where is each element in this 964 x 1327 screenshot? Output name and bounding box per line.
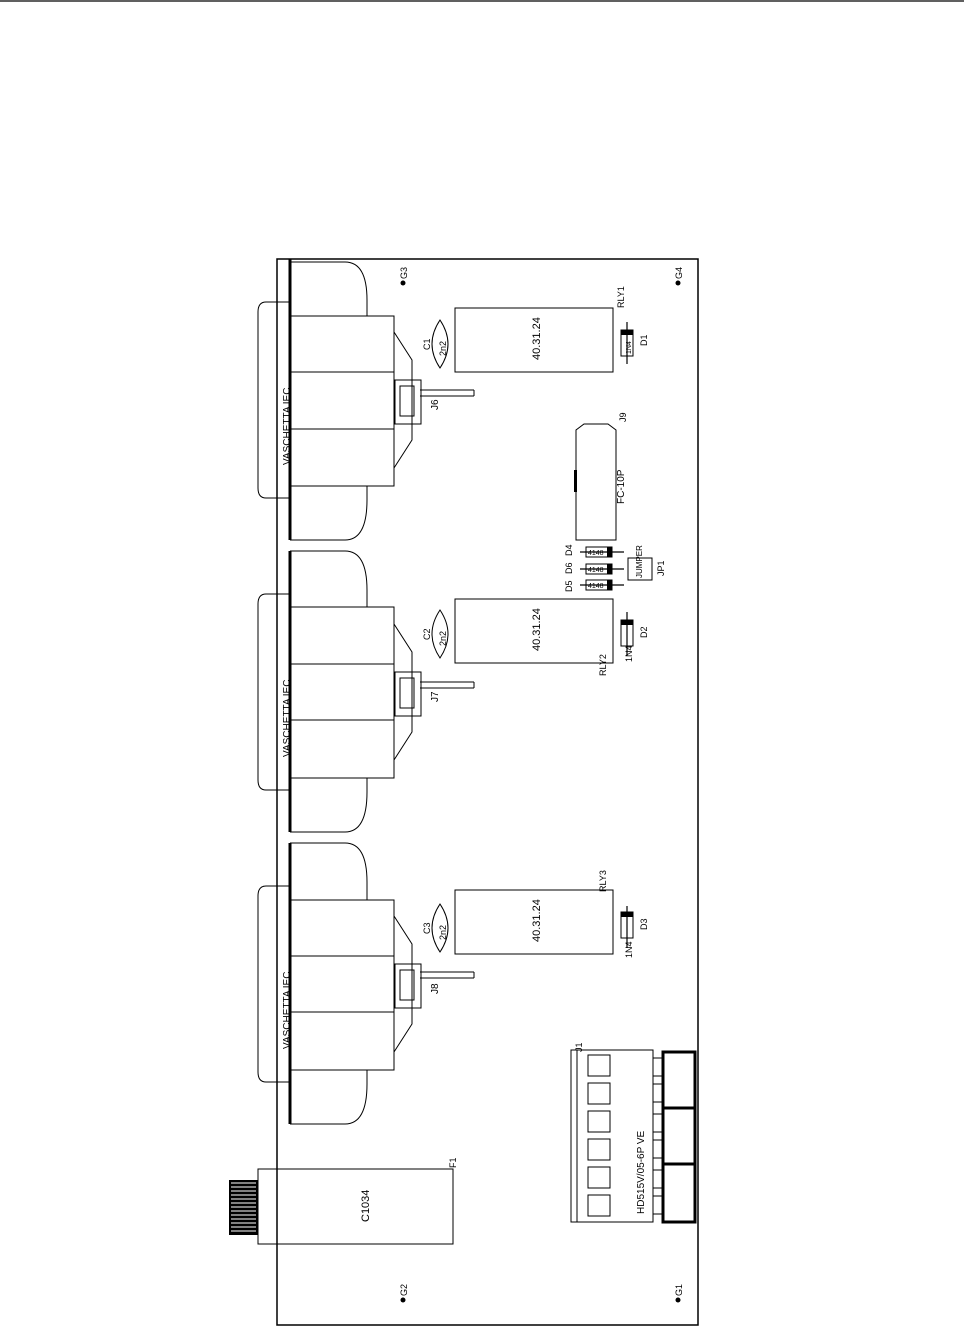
signal-diode-d4: 4148 D4 <box>564 544 624 557</box>
capacitor-ref-c3: C3 <box>422 922 432 934</box>
mounting-hole-g2: G2 <box>399 1284 409 1303</box>
jumper-ref: JP1 <box>656 560 666 576</box>
iec-label-2: VASCHETTA IEC <box>282 680 293 757</box>
svg-text:4148: 4148 <box>588 583 604 590</box>
svg-text:G1: G1 <box>674 1284 684 1296</box>
diode-ref-d5: D5 <box>564 580 574 592</box>
svg-text:G2: G2 <box>399 1284 409 1296</box>
svg-text:4148: 4148 <box>588 550 604 557</box>
svg-text:40.31.24: 40.31.24 <box>531 608 543 651</box>
iec-section-3: J8 VASCHETTA IEC C3 2n2 40.31.24 RLY3 1N… <box>258 843 649 1124</box>
relay-ref-rly3: RLY3 <box>598 870 608 892</box>
iec-section-1: J6 VASCHETTA IEC C1 2n2 40.31.24 RLY1 1N… <box>258 259 649 540</box>
svg-text:1N4: 1N4 <box>626 341 633 354</box>
svg-text:G4: G4 <box>674 267 684 279</box>
connector-j6 <box>395 380 421 424</box>
fuse-knob <box>229 1180 258 1235</box>
svg-text:1N4: 1N4 <box>624 645 634 662</box>
iec-body-2 <box>290 607 394 778</box>
jumper-jp1: JUMPER JP1 <box>628 545 666 580</box>
connector-ref-j6: J6 <box>430 399 441 410</box>
iec-body-1 <box>290 316 394 486</box>
mounting-hole-g1: G1 <box>674 1284 684 1303</box>
connector-ref-j7: J7 <box>430 691 441 702</box>
diode-ref-d4: D4 <box>564 544 574 556</box>
diode-ref-d2: D2 <box>639 626 649 638</box>
diode-ref-d3: D3 <box>639 918 649 930</box>
diode-ref-d6: D6 <box>564 562 574 574</box>
svg-text:2n2: 2n2 <box>438 631 448 646</box>
iec-section-2: J7 VASCHETTA IEC C2 2n2 40.31.24 RLY2 1N… <box>258 551 649 832</box>
iec-flange-1 <box>290 262 367 316</box>
fuse-holder-f1: F1 C1034 <box>229 1157 458 1244</box>
signal-diode-d6: 4148 D6 <box>564 562 624 574</box>
capacitor-ref-c2: C2 <box>422 628 432 640</box>
connector-j7 <box>395 672 421 716</box>
terminal-ref: J1 <box>574 1042 584 1052</box>
fuse-ref: F1 <box>448 1157 458 1168</box>
fuse-part: C1034 <box>360 1190 372 1222</box>
iec-label-1: VASCHETTA IEC <box>282 388 293 465</box>
relay-ref-rly2: RLY2 <box>598 654 608 676</box>
svg-text:2n2: 2n2 <box>438 341 448 356</box>
header-ref: J9 <box>618 412 628 422</box>
header-j9: FC-10P J9 <box>574 412 628 540</box>
svg-text:G3: G3 <box>399 267 409 279</box>
iec-body-3 <box>290 900 394 1070</box>
svg-text:1N4: 1N4 <box>624 941 634 958</box>
diode-ref-d1: D1 <box>639 334 649 346</box>
board-outline <box>277 259 698 1325</box>
connector-ref-j8: J8 <box>430 983 441 994</box>
relay-ref-rly1: RLY1 <box>616 286 626 308</box>
svg-text:40.31.24: 40.31.24 <box>531 317 543 360</box>
terminal-block-j1: J1 HD515V/05-6P VE <box>571 1042 695 1222</box>
svg-text:4148: 4148 <box>588 567 604 574</box>
signal-diode-d5: 4148 D5 <box>564 580 624 592</box>
connector-j8 <box>395 964 421 1008</box>
mounting-hole-g3: G3 <box>399 267 409 286</box>
mounting-hole-g4: G4 <box>674 267 684 286</box>
header-part: FC-10P <box>616 469 627 504</box>
svg-text:2n2: 2n2 <box>438 925 448 940</box>
svg-text:40.31.24: 40.31.24 <box>531 899 543 942</box>
terminal-part: HD515V/05-6P VE <box>636 1130 647 1214</box>
svg-text:JUMPER: JUMPER <box>635 545 644 578</box>
iec-label-3: VASCHETTA IEC <box>282 972 293 1049</box>
capacitor-ref-c1: C1 <box>422 338 432 350</box>
